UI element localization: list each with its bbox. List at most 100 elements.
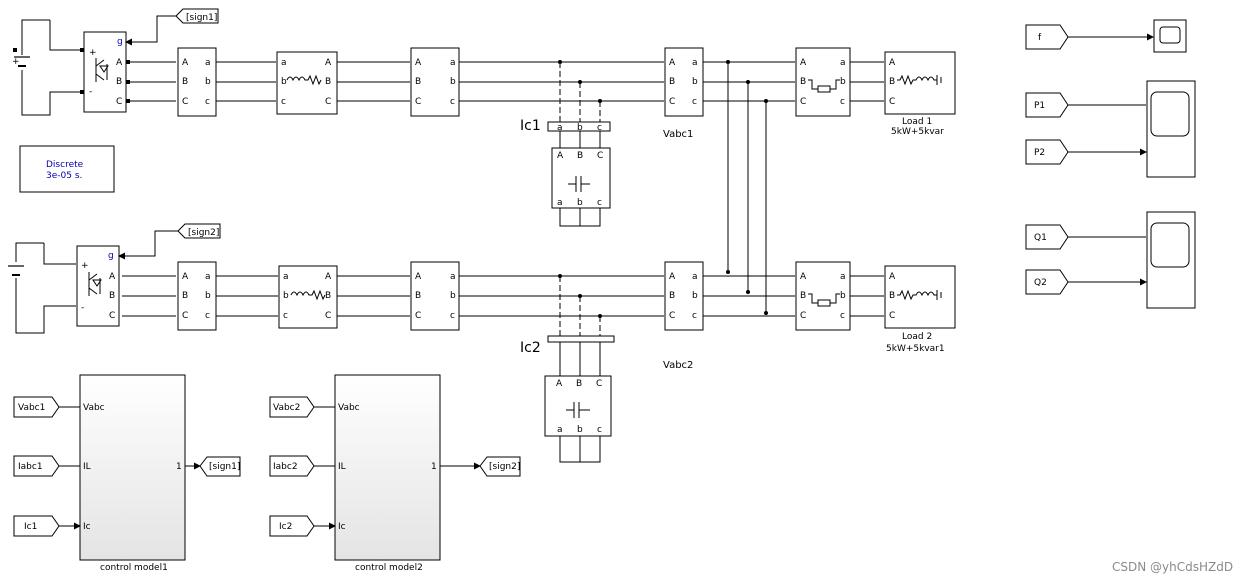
port-minus: - [89,87,92,97]
cm1-port-out: 1 [176,462,182,472]
port-b: b [577,198,583,208]
port-c: c [597,123,602,133]
scope-q[interactable] [1146,211,1196,309]
port-C: C [669,97,675,107]
vabc1-measurement[interactable]: A B C a b c [664,47,704,117]
measure-block-2a[interactable]: A B C a b c [177,261,217,331]
from-vabc2[interactable]: Vabc2 [269,396,315,418]
control-model-2[interactable]: Vabc IL Ic 1 [334,374,441,561]
port-C: C [669,311,675,321]
port-a: a [692,58,698,68]
port-b: B [109,291,115,301]
port-minus: - [81,303,84,313]
rl-branch-2[interactable]: a b c A B C [278,265,338,329]
port-B: B [577,151,583,161]
scope-f[interactable] [1153,19,1187,53]
load-2[interactable]: A B C [884,265,956,329]
ic2-measurement-bar[interactable] [547,335,615,343]
from-f[interactable]: f [1025,24,1069,50]
cm1-port-ic: Ic [83,522,91,532]
port-B: B [325,77,331,87]
from-ic1-text: Ic1 [24,522,37,532]
port-A: A [800,272,807,282]
from-p2[interactable]: P2 [1025,139,1069,165]
port-C: C [182,97,188,107]
port-b: b [205,291,211,301]
solver-step: 3e-05 s. [46,171,82,181]
from-ic2[interactable]: Ic2 [269,515,315,537]
igbt-bridge-1[interactable]: + - g A B C [80,31,130,113]
from-p2-text: P2 [1034,148,1045,158]
ic1-measurement-bar[interactable]: a b c [547,121,611,133]
solver-mode: Discrete [46,160,84,170]
port-a: a [840,272,846,282]
port-B: B [889,291,895,301]
port-A: A [889,58,896,68]
scope-p[interactable] [1146,80,1196,178]
port-c: C [116,97,122,107]
goto-sign2-out[interactable]: [sign2] [479,456,521,477]
port-C: C [889,97,895,107]
cm2-port-vabc: Vabc [338,403,360,413]
port-C: C [800,311,806,321]
port-b: B [116,77,122,87]
port-c: c [205,311,210,321]
port-A: A [182,272,189,282]
port-A: A [669,58,676,68]
from-vabc1[interactable]: Vabc1 [13,396,60,418]
from-q1[interactable]: Q1 [1025,224,1069,250]
port-g: g [108,251,114,261]
from-p1[interactable]: P1 [1025,92,1069,118]
port-C: C [415,311,421,321]
from-iabc1[interactable]: Iabc1 [13,455,60,477]
port-b: b [577,123,583,133]
measure-block-1b[interactable]: A B C a b c [410,47,460,117]
from-q2-text: Q2 [1034,278,1047,288]
port-b: b [450,291,456,301]
port-B: B [415,291,421,301]
goto-tag-sign1[interactable]: [sign1] [175,8,219,24]
port-C: C [325,97,331,107]
measure-block-2b[interactable]: A B C a b c [410,261,460,331]
port-B: B [182,77,188,87]
igbt-bridge-2[interactable]: + - g A B C [76,245,120,327]
port-a: a [205,272,211,282]
port-a: a [557,425,563,435]
three-phase-breaker-1[interactable]: A B C a b c [795,47,851,117]
from-ic1[interactable]: Ic1 [13,515,60,537]
port-B: B [325,291,331,301]
port-c: c [450,311,455,321]
three-phase-breaker-2[interactable]: A B C a b c [795,261,851,331]
capacitor-bank-1[interactable]: A B C a b c [551,147,611,209]
capacitor-bank-2[interactable]: A B C a b c [544,375,612,437]
port-B: B [669,77,675,87]
port-a: a [840,58,846,68]
vabc2-measurement[interactable]: A B C a b c [664,261,704,331]
port-B: B [800,291,806,301]
powergui-block[interactable]: Discrete 3e-05 s. [19,145,115,193]
load2-name: Load 2 [902,332,932,342]
port-a: a [283,272,289,282]
dc-source-1[interactable]: + [12,19,83,116]
measure-block-1a[interactable]: A B C a b c [177,47,217,117]
port-a: a [450,272,456,282]
cm2-port-out: 1 [431,462,437,472]
from-iabc2-text: Iabc2 [273,462,298,472]
port-plus: + [81,261,89,271]
control-model-1[interactable]: Vabc IL Ic 1 [79,374,186,561]
port-A: A [556,379,563,389]
port-C: C [889,311,895,321]
rl-branch-1[interactable]: a b c A B C [276,51,338,115]
goto-tag-sign2[interactable]: [sign2] [177,223,221,239]
cm1-port-vabc: Vabc [83,403,105,413]
load-1[interactable]: A B C [884,51,956,115]
from-q2[interactable]: Q2 [1025,269,1069,295]
port-B: B [800,77,806,87]
port-plus: + [89,48,97,58]
tag-sign1-text: [sign1] [186,13,217,23]
ic1-label: Ic1 [520,118,541,134]
goto-sign1-out[interactable]: [sign1] [199,456,241,477]
dc-source-2[interactable] [8,242,76,334]
from-iabc2[interactable]: Iabc2 [269,455,315,477]
